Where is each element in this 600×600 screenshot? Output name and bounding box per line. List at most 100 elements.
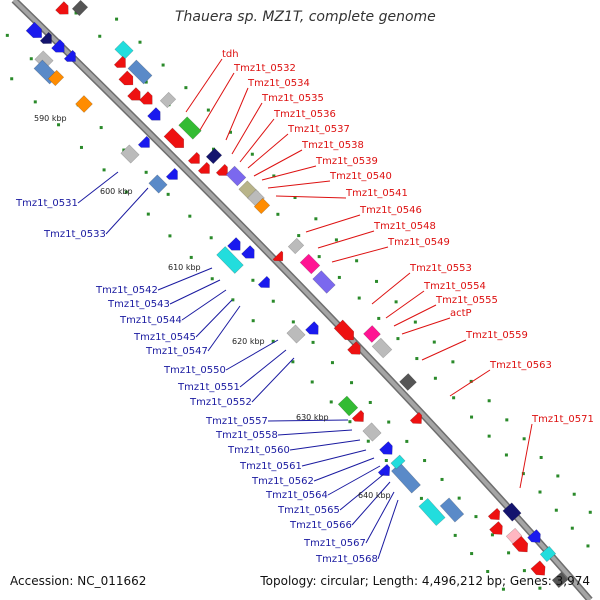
forward-gene-label[interactable]: Tmz1t_0536	[273, 109, 336, 120]
gene-feature[interactable]	[257, 275, 274, 292]
reverse-gene-label[interactable]: Tmz1t_0542	[95, 285, 158, 296]
gene-feature[interactable]	[527, 529, 545, 547]
gene-feature[interactable]	[253, 197, 271, 215]
forward-gene-label[interactable]: Tmz1t_0534	[247, 78, 310, 89]
gene-feature[interactable]	[539, 545, 557, 563]
forward-gene-label[interactable]: Tmz1t_0559	[465, 330, 528, 341]
reverse-gene-label[interactable]: Tmz1t_0552	[189, 397, 252, 408]
forward-gene-label[interactable]: Tmz1t_0548	[373, 221, 436, 232]
gene-feature[interactable]	[409, 411, 426, 427]
gene-feature[interactable]	[47, 69, 65, 87]
reverse-gene-label[interactable]: Tmz1t_0550	[163, 365, 226, 376]
gene-feature[interactable]	[390, 454, 406, 470]
gene-feature[interactable]	[159, 91, 177, 109]
forward-gene-label[interactable]: Tmz1t_0571	[531, 414, 594, 425]
gene-feature[interactable]	[363, 325, 381, 343]
gene-feature[interactable]	[39, 31, 56, 48]
gene-feature[interactable]	[312, 270, 336, 294]
reverse-gene-label[interactable]: Tmz1t_0543	[107, 299, 170, 310]
gene-feature[interactable]	[377, 463, 394, 479]
forward-gene-label[interactable]: Tmz1t_0537	[287, 124, 350, 135]
reverse-gene-label[interactable]: Tmz1t_0531	[15, 198, 78, 209]
forward-gene-label[interactable]: Tmz1t_0540	[329, 171, 392, 182]
gene-feature[interactable]	[299, 253, 321, 275]
gene-feature[interactable]	[227, 237, 245, 255]
gene-feature[interactable]	[25, 21, 46, 42]
gene-feature[interactable]	[120, 144, 140, 164]
gene-feature[interactable]	[333, 319, 358, 344]
gene-feature[interactable]	[215, 163, 232, 180]
gene-feature[interactable]	[118, 70, 137, 89]
gene-feature[interactable]	[114, 40, 134, 60]
gene-feature[interactable]	[225, 165, 247, 187]
gene-feature[interactable]	[51, 39, 69, 57]
forward-gene-label[interactable]: Tmz1t_0549	[387, 237, 450, 248]
reverse-gene-label[interactable]: Tmz1t_0567	[303, 538, 366, 549]
gene-feature[interactable]	[418, 497, 446, 527]
gene-feature[interactable]	[379, 441, 397, 459]
gene-feature[interactable]	[241, 245, 259, 263]
reverse-gene-label[interactable]: Tmz1t_0565	[277, 505, 340, 516]
forward-gene-label[interactable]: Tmz1t_0541	[345, 188, 408, 199]
forward-gene-label[interactable]: Tmz1t_0563	[489, 360, 552, 371]
forward-gene-label[interactable]: Tmz1t_0535	[261, 93, 324, 104]
reverse-gene-label[interactable]: Tmz1t_0544	[119, 315, 182, 326]
gene-feature[interactable]	[287, 237, 305, 255]
reverse-gene-label[interactable]: Tmz1t_0547	[145, 346, 208, 357]
gene-feature[interactable]	[127, 87, 145, 105]
gene-feature[interactable]	[187, 151, 204, 168]
gene-feature[interactable]	[272, 250, 287, 265]
gene-feature[interactable]	[127, 59, 153, 85]
forward-gene-label[interactable]: Tmz1t_0546	[359, 205, 422, 216]
gene-feature[interactable]	[286, 324, 306, 344]
forward-gene-label[interactable]: Tmz1t_0532	[233, 63, 296, 74]
gene-feature[interactable]	[399, 373, 417, 391]
gene-feature[interactable]	[55, 1, 73, 19]
gene-feature[interactable]	[351, 409, 368, 425]
gene-feature[interactable]	[347, 341, 365, 359]
forward-gene-label[interactable]: Tmz1t_0538	[301, 140, 364, 151]
reverse-gene-label[interactable]: Tmz1t_0564	[265, 490, 328, 501]
reverse-gene-label[interactable]: Tmz1t_0558	[215, 430, 278, 441]
reverse-gene-label[interactable]: Tmz1t_0560	[227, 445, 290, 456]
reverse-gene-label[interactable]: Tmz1t_0557	[205, 416, 268, 427]
forward-gene-label[interactable]: tdh	[222, 49, 239, 60]
gene-feature[interactable]	[489, 521, 507, 539]
gene-feature[interactable]	[337, 395, 359, 417]
gene-feature[interactable]	[205, 147, 223, 165]
forward-gene-label[interactable]: Tmz1t_0539	[315, 156, 378, 167]
gene-feature[interactable]	[439, 497, 465, 523]
forward-gene-label[interactable]: Tmz1t_0554	[423, 281, 486, 292]
gene-feature[interactable]	[178, 116, 202, 140]
gene-feature[interactable]	[502, 502, 522, 522]
gene-feature[interactable]	[530, 560, 549, 579]
reverse-gene-label[interactable]: Tmz1t_0551	[177, 382, 240, 393]
gene-feature[interactable]	[487, 507, 504, 523]
gene-feature[interactable]	[505, 527, 523, 545]
reverse-gene-label[interactable]: Tmz1t_0562	[251, 476, 314, 487]
gene-feature[interactable]	[147, 107, 165, 125]
gene-feature[interactable]	[71, 0, 89, 17]
forward-gene-label[interactable]: actP	[450, 308, 472, 319]
gene-feature[interactable]	[165, 167, 182, 184]
gene-feature[interactable]	[371, 337, 393, 359]
gene-feature[interactable]	[113, 55, 130, 72]
gene-feature[interactable]	[139, 91, 157, 109]
gene-feature[interactable]	[305, 321, 323, 339]
forward-gene-label[interactable]: Tmz1t_0553	[409, 263, 472, 274]
gene-feature[interactable]	[75, 95, 93, 113]
gene-feature[interactable]	[197, 161, 214, 178]
gene-feature[interactable]	[216, 246, 244, 274]
gene-feature[interactable]	[362, 422, 382, 442]
gene-feature[interactable]	[63, 49, 80, 66]
gene-feature[interactable]	[148, 174, 168, 194]
gene-feature[interactable]	[163, 127, 188, 152]
reverse-gene-label[interactable]: Tmz1t_0561	[239, 461, 302, 472]
reverse-gene-label[interactable]: Tmz1t_0533	[43, 229, 106, 240]
gene-feature[interactable]	[137, 135, 154, 152]
gene-feature[interactable]	[551, 571, 569, 589]
forward-gene-label[interactable]: Tmz1t_0555	[435, 295, 498, 306]
reverse-gene-label[interactable]: Tmz1t_0566	[289, 520, 352, 531]
reverse-gene-label[interactable]: Tmz1t_0568	[315, 554, 378, 565]
reverse-gene-label[interactable]: Tmz1t_0545	[133, 332, 196, 343]
